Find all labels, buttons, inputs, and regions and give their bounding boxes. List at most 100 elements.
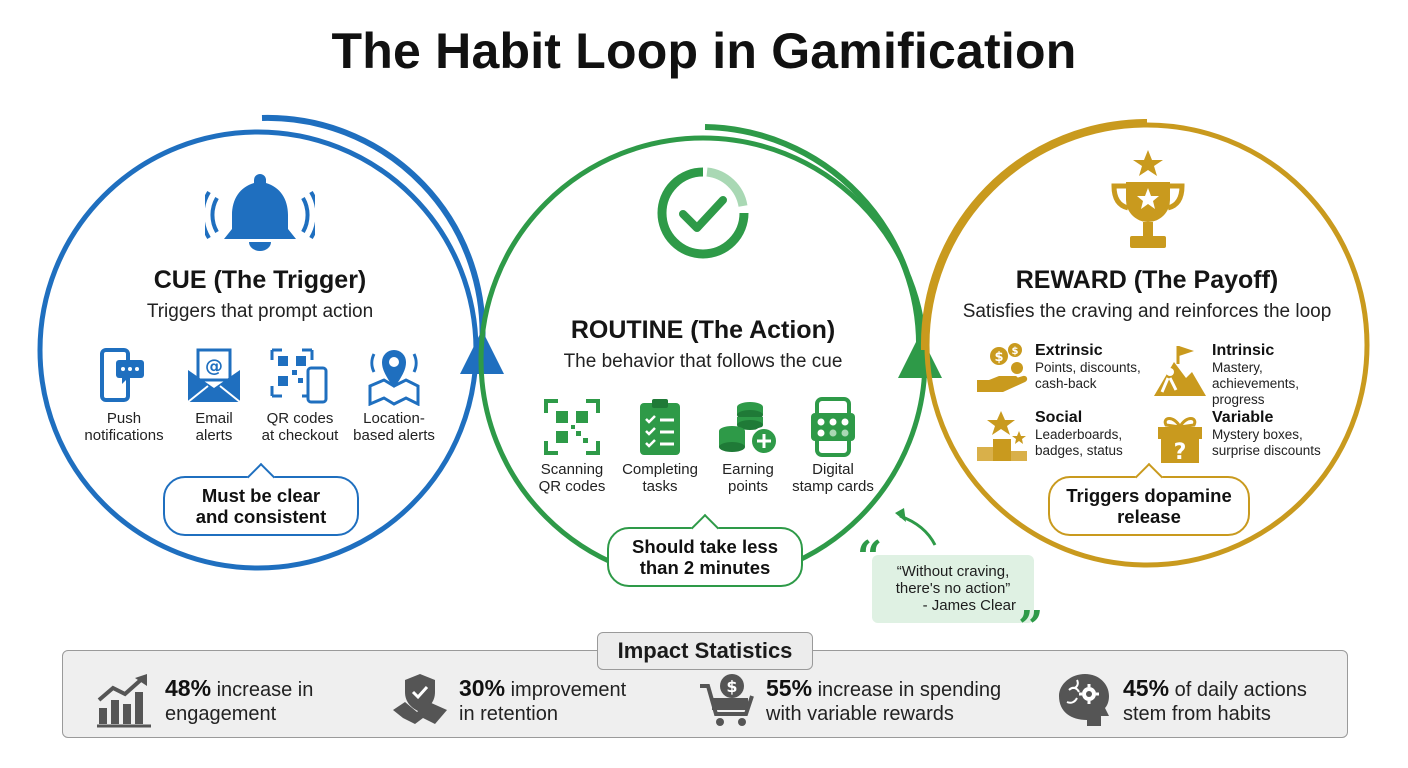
phone-chat-icon	[100, 348, 144, 402]
routine-arrowhead	[898, 334, 942, 378]
stat-text-2: in retention	[459, 703, 558, 725]
reward-item-desc-1: Points, discounts,	[1035, 360, 1141, 375]
stat-item: 30% improvement in retention	[391, 672, 661, 732]
svg-text:$: $	[994, 350, 1003, 365]
qr-scan-icon	[544, 399, 600, 455]
quote-line-2: there's no action”	[895, 580, 1011, 597]
stat-value: 48%	[165, 675, 212, 701]
cue-callout-line-2: and consistent	[195, 506, 327, 527]
svg-text:?: ?	[1174, 440, 1187, 465]
coins-plus-icon	[719, 402, 778, 455]
reward-item-title: Variable	[1212, 409, 1274, 426]
mountain-flag-icon	[1154, 346, 1206, 396]
quote-pointer-arrowhead	[895, 508, 906, 522]
cue-item-label-2: alerts	[195, 427, 233, 444]
qr-phone-icon	[270, 348, 328, 404]
routine-item-label-1: Digital	[812, 461, 854, 478]
cue-item-label-2: notifications	[84, 427, 164, 444]
cue-callout-line-1: Must be clear	[201, 485, 321, 506]
routine-item-label-1: Earning	[722, 461, 774, 478]
reward-item: Intrinsic Mastery, achievements, progres…	[1152, 342, 1347, 407]
reward-subtitle: Satisfies the craving and reinforces the…	[962, 301, 1332, 322]
brain-gear-icon	[1059, 674, 1109, 726]
reward-item: ? Variable Mystery boxes, surprise disco…	[1152, 409, 1347, 465]
reward-item-desc-2: cash-back	[1035, 376, 1097, 391]
reward-arc-arrow	[920, 119, 1148, 351]
stat-text-1: of daily actions	[1174, 679, 1307, 701]
cue-item-label-1: Location-	[363, 410, 425, 427]
reward-callout-line-2: release	[1117, 506, 1181, 527]
cue-item: Location- based alerts	[339, 346, 449, 444]
reward-item-desc-2: progress	[1212, 392, 1265, 407]
handshake-shield-icon	[393, 674, 447, 724]
quote-line-1: “Without craving,	[896, 563, 1010, 580]
reward-item-desc-2: surprise discounts	[1212, 443, 1321, 458]
routine-arc-arrow	[704, 124, 923, 351]
routine-item: Completing tasks	[605, 397, 715, 495]
svg-text:$: $	[726, 677, 737, 696]
cue-arc-arrow	[261, 114, 486, 349]
cue-heading: CUE (The Trigger)	[153, 266, 367, 294]
reward-heading: REWARD (The Payoff)	[1015, 266, 1279, 294]
cue-item-label-2: at checkout	[261, 427, 339, 444]
routine-item-label-2: QR codes	[538, 478, 606, 495]
reward-item-title: Intrinsic	[1212, 342, 1275, 359]
routine-item: Earning points	[693, 397, 803, 495]
open-quote-icon: “	[857, 532, 883, 583]
routine-item: Digital stamp cards	[778, 397, 888, 495]
cue-item-label-2: based alerts	[353, 427, 435, 444]
quote-author: - James Clear	[922, 597, 1016, 614]
stat-text-2: with variable rewards	[766, 703, 954, 725]
cart-dollar-icon: $	[700, 674, 754, 726]
cue-item-label-1: QR codes	[266, 410, 334, 427]
clipboard-checklist-icon	[640, 399, 680, 455]
bell-icon	[205, 174, 315, 251]
routine-subtitle: The behavior that follows the cue	[563, 351, 843, 372]
stamp-card-phone-icon	[811, 397, 855, 457]
stat-item: $ 55% increase in spending with variable…	[698, 672, 1028, 732]
email-envelope-icon: @	[187, 348, 241, 403]
stat-value: 55%	[766, 675, 813, 701]
svg-text:@: @	[205, 356, 223, 377]
impact-statistics-title: Impact Statistics	[597, 632, 813, 670]
hand-coins-icon: $ $	[977, 343, 1028, 392]
cue-item-label-1: Push	[106, 410, 142, 427]
reward-item-desc-1: Mastery, achievements,	[1212, 360, 1300, 391]
stat-text-1: increase in spending	[817, 679, 1002, 701]
cue-item: @ Email alerts	[159, 346, 269, 444]
svg-text:$: $	[1012, 346, 1019, 357]
reward-item-title: Extrinsic	[1035, 342, 1103, 359]
routine-item-label-1: Completing	[622, 461, 698, 478]
stat-text-2: stem from habits	[1123, 703, 1271, 725]
routine-item-label-2: tasks	[642, 478, 678, 495]
stat-text-2: engagement	[165, 703, 277, 725]
cue-item: Push notifications	[69, 346, 179, 444]
mystery-gift-icon: ?	[1158, 417, 1202, 465]
routine-callout-line-1: Should take less	[632, 536, 778, 557]
stat-value: 45%	[1123, 675, 1170, 701]
reward-item: Social Leaderboards, badges, status	[975, 409, 1170, 465]
routine-item-label-1: Scanning	[540, 461, 604, 478]
page-title: The Habit Loop in Gamification	[331, 23, 1077, 79]
quote-box: “Without craving, there's no action” - J…	[872, 555, 1034, 623]
trophy-star-icon	[1111, 150, 1185, 248]
stat-item: 48% increase in engagement	[95, 672, 365, 732]
growth-chart-icon	[97, 674, 151, 728]
close-quote-icon: ”	[1018, 602, 1044, 653]
routine-item: Scanning QR codes	[517, 397, 627, 495]
cue-item: QR codes at checkout	[245, 346, 355, 444]
stat-text-1: improvement	[510, 679, 627, 701]
routine-item-label-2: stamp cards	[792, 478, 874, 495]
reward-item-desc-1: Leaderboards,	[1035, 427, 1123, 442]
progress-check-icon	[657, 167, 749, 259]
stat-text-1: increase in	[216, 679, 314, 701]
cue-item-label-1: Email	[195, 410, 233, 427]
reward-callout-line-1: Triggers dopamine	[1066, 485, 1232, 506]
podium-icon	[977, 411, 1027, 461]
routine-item-label-2: points	[727, 478, 769, 495]
map-pin-icon	[368, 350, 420, 406]
